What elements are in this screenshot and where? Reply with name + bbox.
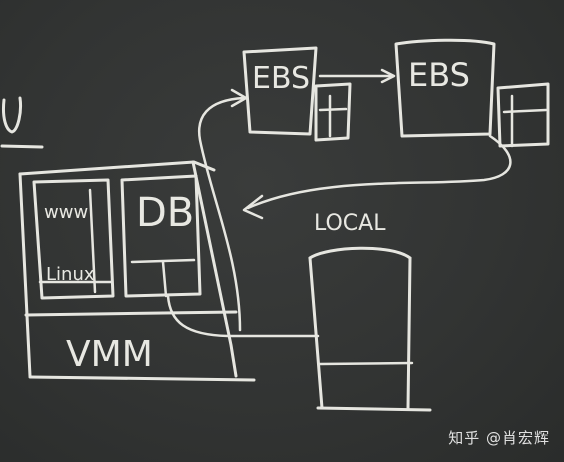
linux-label: Linux (46, 264, 95, 285)
return-arrow (242, 134, 512, 220)
ebs-replica-label: EBS (408, 56, 470, 94)
replication-arrow (318, 68, 396, 84)
host-to-ebs-arrow (197, 88, 248, 332)
local-label: LOCAL (314, 211, 386, 236)
ebs-replica-box (394, 38, 550, 148)
local-disk (308, 246, 432, 412)
db-to-local-line (166, 294, 320, 338)
ebs-primary-label: EBS (252, 61, 310, 96)
vmm-label: VMM (66, 334, 153, 375)
db-label: DB (136, 190, 194, 236)
watermark: 知乎 @肖宏辉 (448, 429, 550, 447)
left-partial-mark (0, 96, 44, 149)
www-label: www (44, 202, 88, 223)
db-box (120, 174, 202, 298)
ebs-primary-box (242, 46, 352, 142)
vm-box (32, 178, 115, 300)
